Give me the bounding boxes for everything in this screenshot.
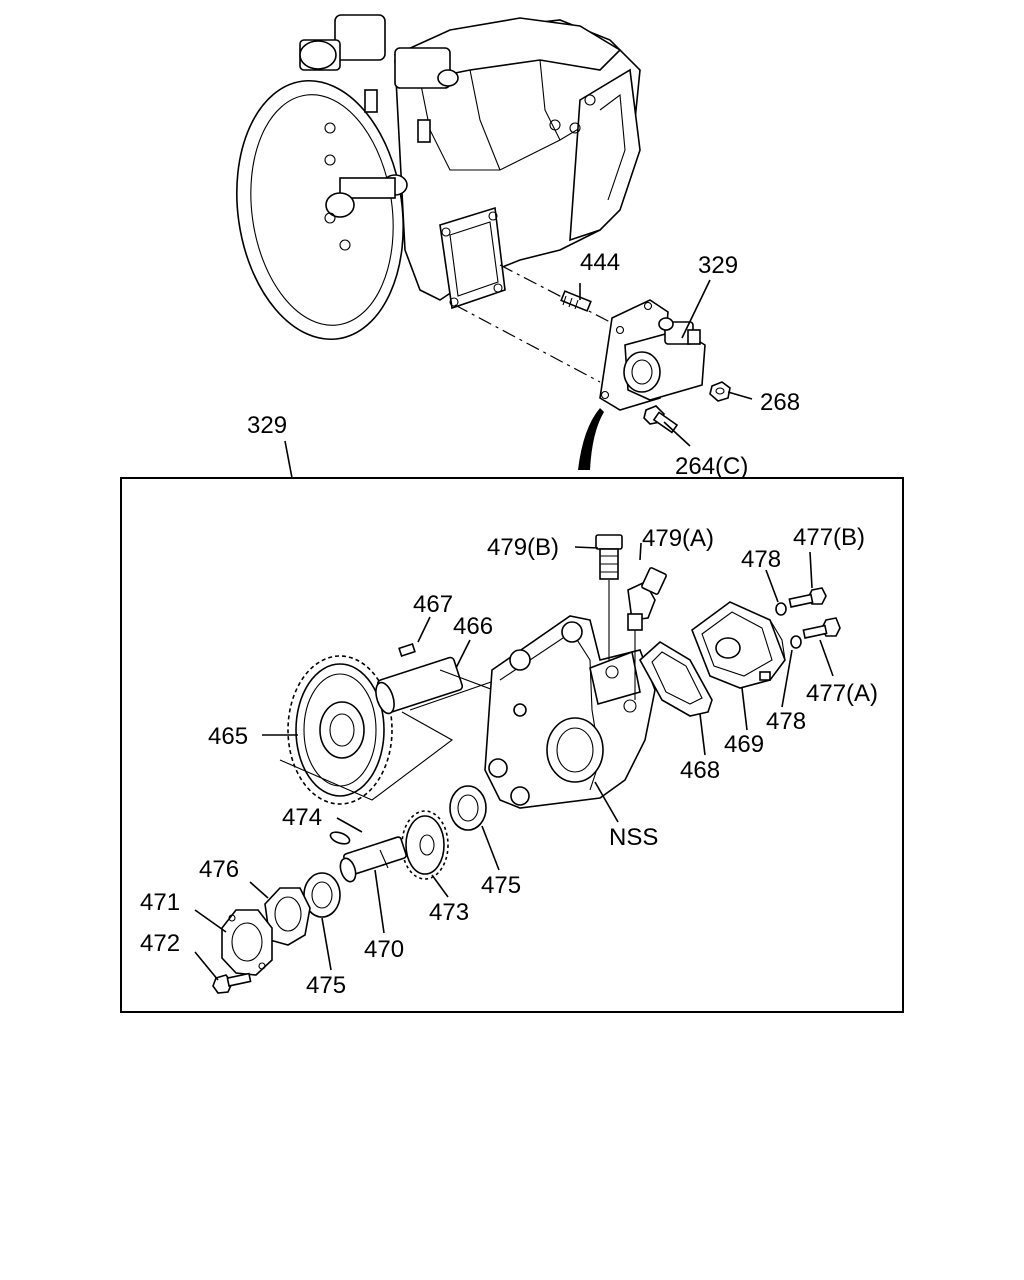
label-329-top: 329	[698, 252, 738, 279]
pto-housing-nss	[484, 615, 656, 809]
label-466: 466	[453, 613, 493, 640]
label-474: 474	[282, 804, 322, 831]
label-479a: 479(A)	[642, 525, 714, 552]
gasket-468	[638, 641, 713, 717]
pto-assembly-small	[599, 299, 706, 411]
label-475-right: 475	[481, 872, 521, 899]
label-477b: 477(B)	[793, 524, 865, 551]
detail-callout-arrow	[578, 408, 604, 470]
key-474	[329, 831, 351, 845]
bolt-472	[212, 972, 252, 994]
cover-471	[221, 909, 273, 976]
label-479b: 479(B)	[487, 534, 559, 561]
label-478-bottom: 478	[766, 708, 806, 735]
label-477a: 477(A)	[806, 680, 878, 707]
nut-268	[709, 381, 731, 402]
label-470: 470	[364, 936, 404, 963]
key-467	[398, 643, 416, 657]
label-476: 476	[199, 856, 239, 883]
label-465: 465	[208, 723, 248, 750]
fitting-479b	[595, 534, 623, 580]
label-475-left: 475	[306, 972, 346, 999]
label-268: 268	[760, 389, 800, 416]
part-labels: 444 329 268 264(C) 329 479(B) 479(A) 477…	[140, 249, 878, 999]
label-264c: 264(C)	[675, 453, 748, 480]
label-473: 473	[429, 899, 469, 926]
fitting-479a	[627, 567, 667, 631]
exploded-view-frame	[120, 477, 904, 1013]
washer-478-top	[775, 602, 787, 616]
bolt-477b	[788, 587, 827, 608]
stud-444	[560, 290, 592, 312]
pump-469	[691, 601, 786, 689]
gasket-476	[264, 887, 311, 946]
label-478-top: 478	[741, 546, 781, 573]
shaft-470	[339, 836, 407, 883]
leader-lines	[194, 279, 834, 981]
gear-465	[279, 655, 454, 805]
bolt-477a	[802, 617, 841, 639]
label-467: 467	[413, 591, 453, 618]
bearing-475-left	[303, 872, 341, 918]
label-nss: NSS	[609, 824, 658, 851]
bearing-475-right	[449, 785, 487, 831]
label-469: 469	[724, 731, 764, 758]
label-468: 468	[680, 757, 720, 784]
label-444: 444	[580, 249, 620, 276]
gear-473	[401, 810, 449, 880]
label-329-box: 329	[247, 412, 287, 439]
washer-478-bottom	[790, 635, 802, 649]
shaft-466	[375, 656, 464, 715]
label-472: 472	[140, 930, 180, 957]
transmission-assembly	[236, 14, 641, 341]
label-471: 471	[140, 889, 180, 916]
